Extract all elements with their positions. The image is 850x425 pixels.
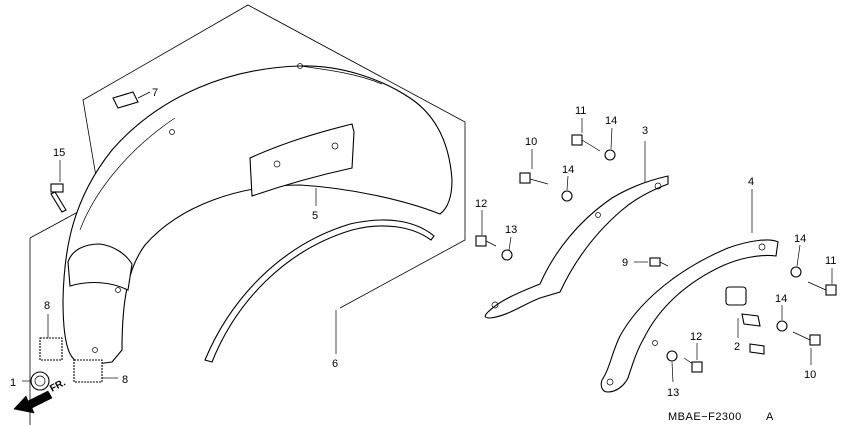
callout-14-right: 14: [794, 233, 806, 245]
washer-14-lower: [776, 320, 788, 332]
clip-7: [112, 91, 139, 109]
bolt-10-upper: [519, 172, 549, 185]
rear-fender: [62, 63, 453, 365]
rear-fender-stay-right: [484, 175, 669, 319]
callout-10-upper: 10: [525, 136, 537, 148]
bolt-12-lower: [683, 357, 703, 373]
callout-13-lower: 13: [667, 387, 679, 399]
callout-2: 2: [734, 341, 740, 353]
callout-14-mid: 14: [562, 164, 574, 176]
reflector-8-upper: [39, 337, 63, 361]
callout-3: 3: [642, 125, 648, 137]
bolt-12-upper: [475, 235, 497, 247]
callout-5: 5: [312, 210, 318, 222]
callout-13-upper: 13: [505, 224, 517, 236]
diagram-revision: A: [766, 411, 774, 423]
callout-14-upper: 14: [605, 115, 617, 127]
washer-13-upper: [501, 249, 513, 261]
callout-4: 4: [748, 176, 754, 188]
callout-12-lower: 12: [690, 331, 702, 343]
callout-11-right: 11: [825, 255, 836, 267]
callout-11-upper: 11: [575, 105, 586, 117]
rear-fender-stay-left: [600, 239, 779, 393]
callout-15: 15: [53, 147, 65, 159]
washer-13-lower: [666, 350, 678, 362]
callout-8-lower: 8: [122, 374, 128, 386]
callout-6: 6: [332, 358, 338, 370]
bolt-9: [649, 257, 669, 267]
direction-label: FR.: [48, 377, 68, 394]
callout-7: 7: [152, 87, 158, 99]
callout-8-upper: 8: [44, 300, 50, 312]
leader-lines: [22, 91, 833, 383]
diagram-code: MBAE−F2300: [668, 411, 742, 423]
bolt-15: [50, 183, 67, 213]
callout-12-upper: 12: [475, 198, 487, 210]
washer-14-upper: [604, 149, 616, 161]
callout-10-lower: 10: [804, 369, 816, 381]
bolt-11-upper: [571, 134, 601, 152]
fender-trim-strip: [204, 219, 435, 363]
helmet-holder: [725, 286, 765, 355]
callout-14-lower: 14: [775, 293, 787, 305]
bolt-11-right: [807, 281, 837, 296]
callout-9: 9: [622, 257, 628, 269]
washer-14-mid: [561, 190, 573, 202]
callout-1: 1: [10, 377, 16, 389]
reflector-8-lower: [73, 359, 103, 383]
washer-14-right: [790, 266, 802, 278]
grommet-1: [30, 371, 50, 391]
bolt-10-lower: [792, 331, 821, 346]
